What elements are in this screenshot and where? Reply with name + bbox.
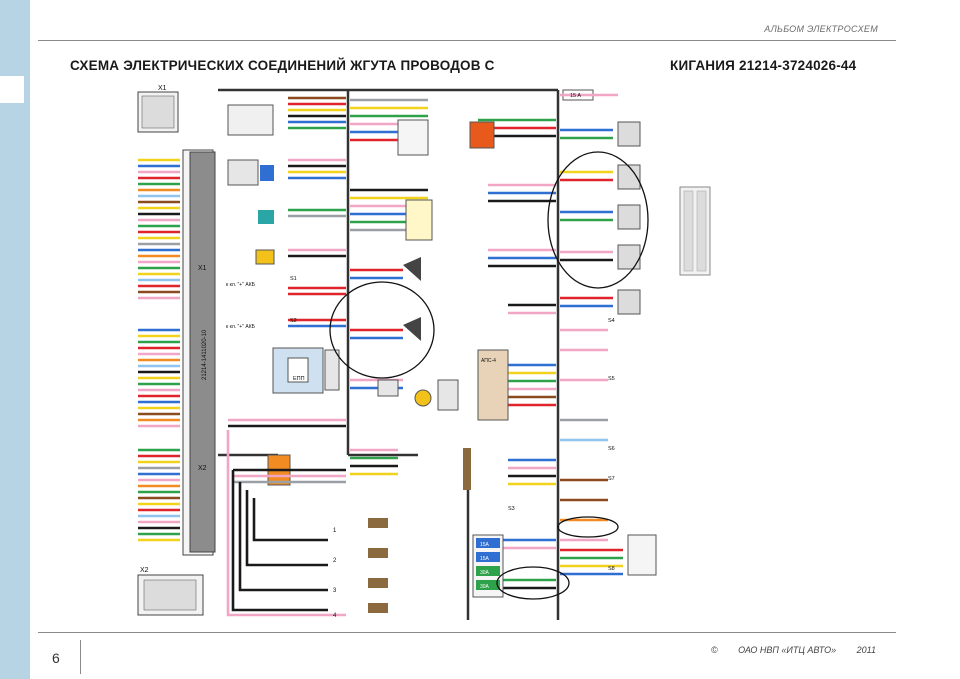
- s7-label: S7: [608, 476, 615, 482]
- s3-label: S3: [508, 506, 515, 512]
- center-left-wires: [226, 96, 346, 617]
- far-right-wires: [560, 93, 623, 576]
- fuse-label-4: 30A: [480, 584, 490, 590]
- right-column-wires: [478, 118, 556, 590]
- sensor-components: [227, 104, 340, 486]
- page-edge-tab: [0, 76, 24, 103]
- header-divider: [38, 40, 896, 41]
- injectors: 1 2 3 4: [333, 518, 388, 619]
- battery-label-2: к кл. "+" АКБ: [226, 324, 256, 330]
- fuse-box: 15A 15A 30A 30A: [472, 534, 504, 598]
- s1-label: S1: [290, 276, 297, 282]
- far-right-relays: [562, 89, 657, 576]
- aps-label: АПС-4: [481, 358, 496, 364]
- s5-label: S5: [608, 376, 615, 382]
- ecu-block-label-2: X2: [198, 465, 207, 472]
- fuse-label-2: 15A: [480, 556, 490, 562]
- battery-label-1: к кл. "+" АКБ: [226, 282, 256, 288]
- x2-label: X2: [140, 567, 149, 574]
- ecu-part-label: 21214-1411020-10: [202, 329, 208, 380]
- page-number: 6: [52, 650, 60, 666]
- s8-label: S8: [608, 566, 615, 572]
- title-part-right: КИГАНИЯ 21214-3724026-44: [670, 58, 857, 73]
- wiring-diagram: X1 X2 21214-1411020-10: [137, 85, 657, 620]
- page-edge-strip: [0, 0, 30, 679]
- copyright-year: 2011: [856, 645, 876, 655]
- s4-label: S4: [608, 318, 615, 324]
- copyright-line: © ОАО НВП «ИТЦ АВТО» 2011: [711, 645, 876, 655]
- ecu-block-label: X1: [198, 265, 207, 272]
- x1-label: X1: [158, 85, 167, 92]
- copyright-mark: ©: [710, 645, 718, 655]
- page-number-separator: [80, 640, 81, 674]
- relay-icons: [377, 119, 459, 411]
- right-components: АПС-4: [463, 121, 509, 490]
- footer-divider: [38, 632, 896, 633]
- injector-number-3: 3: [333, 588, 337, 594]
- title-occlusion: [557, 52, 669, 74]
- title-part-left: СХЕМА ЭЛЕКТРИЧЕСКИХ СОЕДИНЕНИЙ ЖГУТА ПРО…: [70, 58, 495, 73]
- fuse-label-1: 15A: [480, 542, 490, 548]
- s6-label: S6: [608, 446, 615, 452]
- injector-number-1: 1: [333, 528, 337, 534]
- company-name: ОАО НВП «ИТЦ АВТО»: [738, 645, 837, 655]
- album-header: АЛЬБОМ ЭЛЕКТРОСХЕМ: [764, 24, 878, 34]
- injector-number-2: 2: [333, 558, 337, 564]
- ecu-connector: X1 X2 21214-1411020-10: [137, 91, 216, 556]
- injector-number-4: 4: [333, 613, 337, 619]
- fuse-label-3: 30A: [480, 570, 490, 576]
- mid-column-wires: [350, 98, 428, 476]
- fuse-label: 15 A: [570, 93, 581, 99]
- side-connector: [679, 186, 711, 276]
- highlight-circles: [329, 151, 649, 600]
- s2-label: S2: [290, 318, 297, 324]
- epp-label: ЕПП: [293, 376, 305, 382]
- ecu-wire-stubs: [138, 158, 180, 542]
- x2-connector: X2: [137, 567, 204, 616]
